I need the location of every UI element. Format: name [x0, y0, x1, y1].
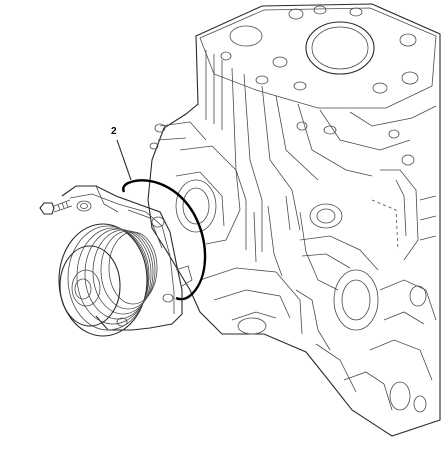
water-pump: [39, 185, 193, 337]
callout-leader: [116, 139, 132, 181]
engine-block: [147, 3, 441, 437]
pump-pulley: [58, 223, 158, 337]
o-ring-seal: [122, 179, 207, 301]
mounting-bolt: [39, 199, 73, 215]
callout-label-2: 2: [111, 126, 117, 137]
